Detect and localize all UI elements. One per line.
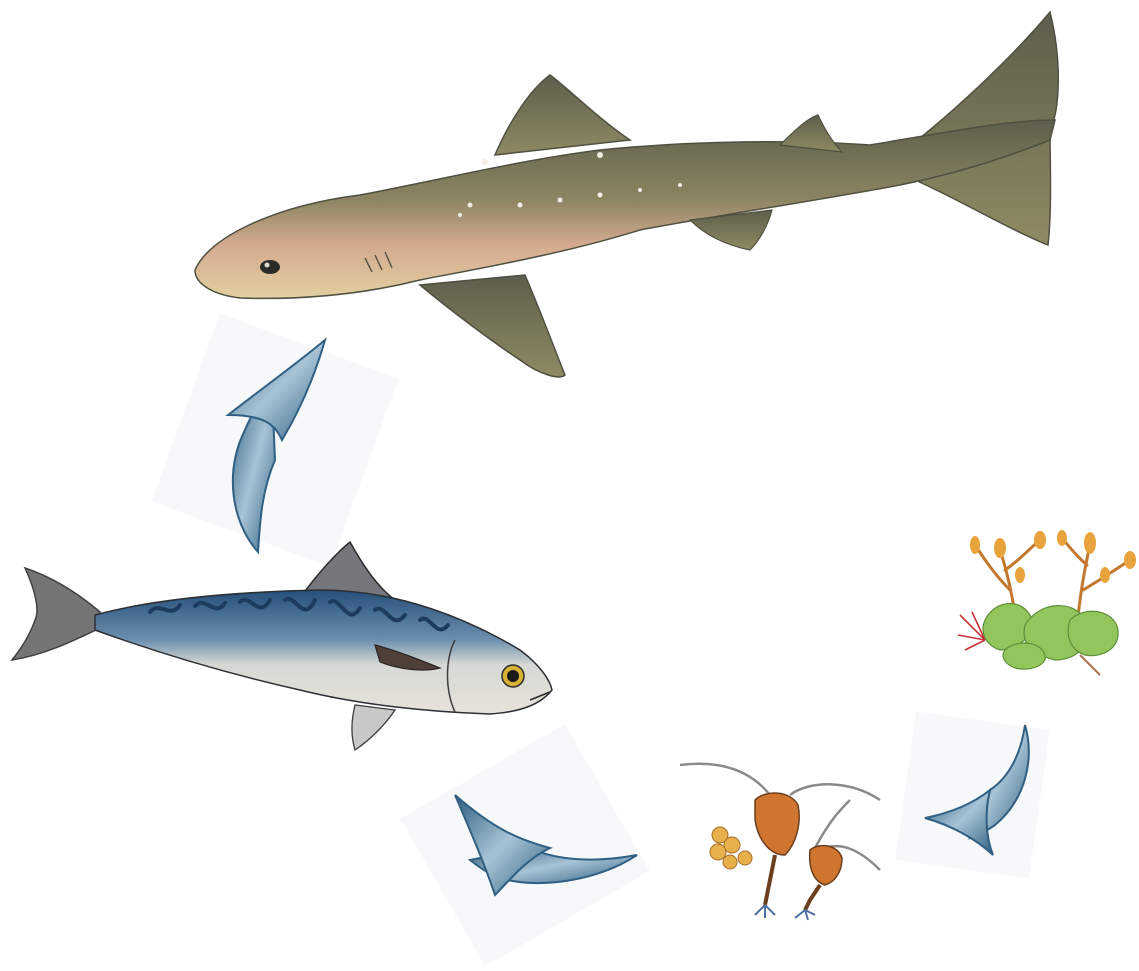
shark-icon	[195, 12, 1058, 377]
arrow-mackerel-to-shark	[228, 340, 325, 552]
mackerel-icon	[12, 542, 552, 750]
copepod-icon	[680, 764, 880, 920]
arrow-copepod-to-mackerel	[455, 795, 637, 895]
arrow-seaweed-to-copepod	[925, 725, 1029, 855]
seaweed-icon	[958, 530, 1136, 675]
